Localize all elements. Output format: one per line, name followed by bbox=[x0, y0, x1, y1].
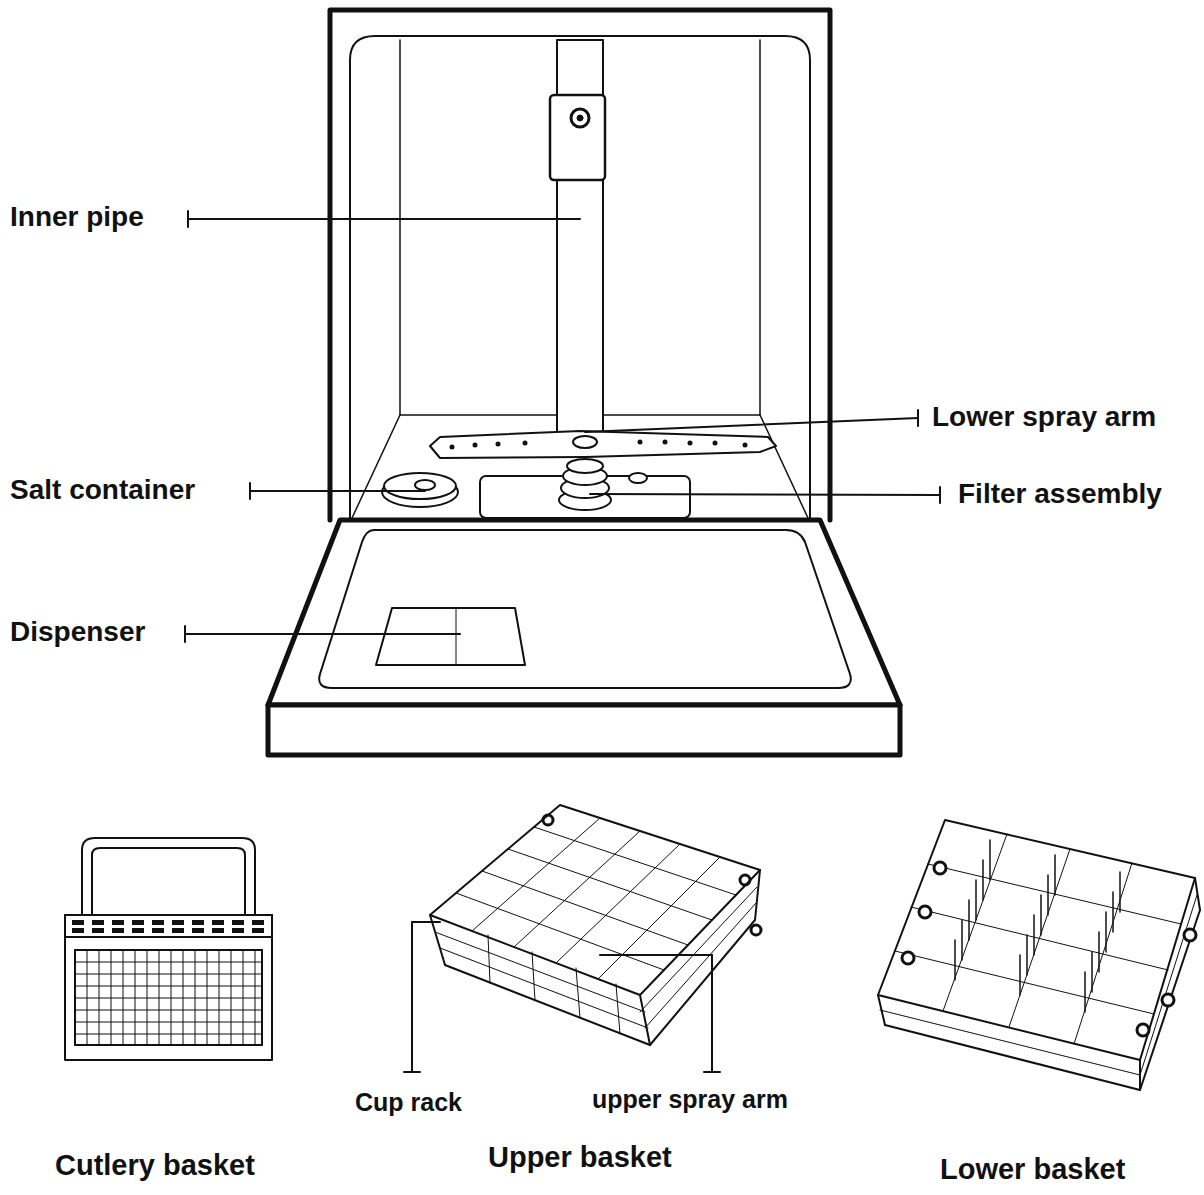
salt-cap-center bbox=[415, 480, 435, 490]
tub-corner bbox=[759, 40, 761, 415]
filter-ring bbox=[567, 459, 603, 473]
leader-lines bbox=[185, 211, 940, 642]
part-label: Dispenser bbox=[10, 615, 145, 649]
lower-basket bbox=[878, 820, 1200, 1090]
upper-basket-wires bbox=[435, 818, 757, 1034]
door bbox=[268, 520, 900, 705]
cutlery-grid bbox=[75, 950, 262, 1045]
part-label: Lower basket bbox=[940, 1152, 1125, 1187]
spray-hub bbox=[573, 436, 597, 448]
leader-lines bbox=[404, 922, 720, 1072]
dispenser bbox=[376, 608, 525, 665]
lower-basket-tines bbox=[955, 840, 1120, 1012]
spray-holes bbox=[450, 440, 748, 450]
pipe-bracket bbox=[550, 95, 605, 180]
cutlery-holes bbox=[72, 920, 264, 933]
part-label: Lower spray arm bbox=[932, 400, 1156, 434]
upper-basket-wheels bbox=[543, 815, 761, 935]
part-label: Cutlery basket bbox=[55, 1148, 255, 1183]
part-label: upper spray arm bbox=[592, 1084, 788, 1114]
lower-basket-wheels bbox=[902, 862, 1196, 1036]
dispenser-split bbox=[456, 608, 457, 665]
salt-cap bbox=[384, 473, 456, 499]
tub-outline bbox=[350, 36, 810, 520]
upper-basket bbox=[430, 805, 760, 1045]
sump-plug bbox=[629, 473, 647, 483]
part-label: Cup rack bbox=[355, 1087, 462, 1117]
part-label: Upper basket bbox=[488, 1140, 672, 1175]
part-label: Filter assembly bbox=[958, 477, 1162, 511]
part-label: Inner pipe bbox=[10, 200, 144, 234]
part-label: Salt container bbox=[10, 473, 195, 507]
door-front bbox=[268, 705, 900, 755]
lower-spray-arm bbox=[430, 431, 776, 458]
tub-floor-edge bbox=[760, 415, 808, 518]
cutlery-basket bbox=[65, 838, 272, 1060]
pipe-bolt bbox=[577, 115, 583, 121]
door-inner-panel bbox=[319, 530, 851, 688]
tub-corner bbox=[399, 40, 401, 415]
lower-basket-wires bbox=[880, 834, 1197, 1075]
cabinet-outline bbox=[330, 10, 830, 520]
pipe-bolt bbox=[571, 109, 589, 127]
